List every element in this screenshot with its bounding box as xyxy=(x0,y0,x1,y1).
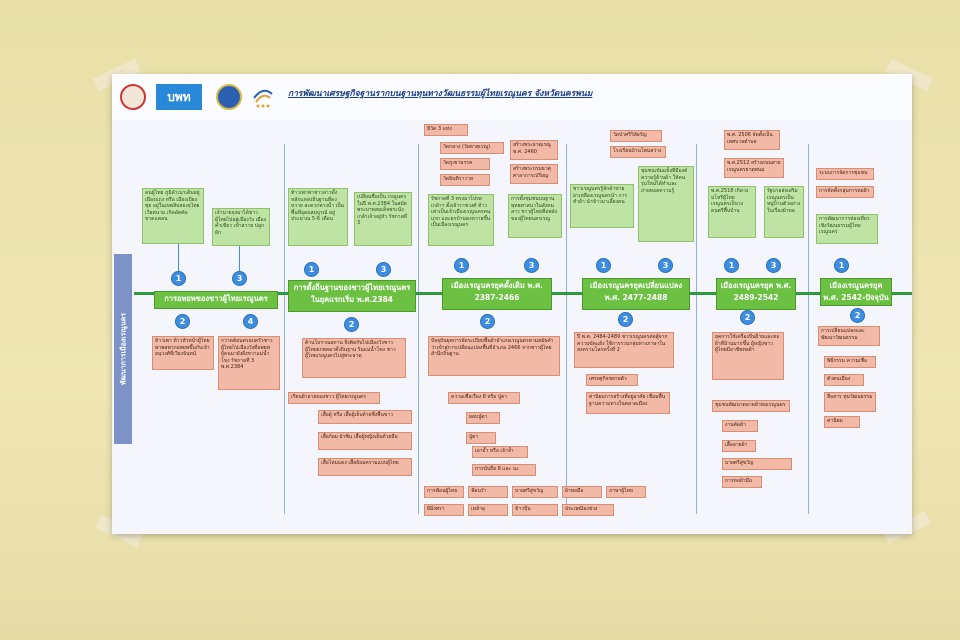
era3-temple-1: วัดกลาง (วัดธาตุเรณู) xyxy=(440,142,504,154)
era3-sub-1: ความเชื่อเรื่อง ผี หรือ ปู่ตา xyxy=(448,392,520,404)
era3-sub-2: ผอบปู่ตา xyxy=(466,412,500,424)
era4-sub-1: เศรษฐกิจขยายตัว xyxy=(586,374,638,386)
era3-bottom-7: เหล้าอุ xyxy=(468,504,508,516)
era6-label: เมืองเรณูนครยุค พ.ศ. 2542-ปัจจุบัน xyxy=(820,278,892,306)
era1-box-3: เจ้านายจุงมาได้ชาวผู้ไทยไปอยู่เมืองวัง เ… xyxy=(212,208,270,246)
project-logo xyxy=(250,84,276,110)
era4-top-2: โรงเรียนบ้านโพนสว่าง xyxy=(610,146,666,158)
era3-bottom-3: บายศรีสู่ขวัญ xyxy=(512,486,558,498)
era3-box-1: รัชกาลที่ 3 ทรงมาโปรดเกล้าฯ ตั้งเจ้าราชว… xyxy=(428,194,494,246)
era3-bottom-5: ภาษาผู้ไทย xyxy=(606,486,646,498)
era4-sub-2: ค่านิยมการสร้างที่อยู่อาศัย เชื่อมพื้นฐา… xyxy=(586,392,670,414)
poster-title: การพัฒนาเศรษฐกิจฐานรากบนฐานทุนทางวัฒนธรร… xyxy=(288,89,593,99)
era5-top-2: พ.ศ.2512 สร้างถนนสายเรณูนครธาตุพนม xyxy=(724,158,784,178)
era4-top-1: วัดป่าศรีวิลัยรัญ xyxy=(610,130,662,142)
era1-label: การอพยพของชาวผู้ไทยเรณูนคร xyxy=(154,291,278,309)
era5-sub-4: บายศรีสู่ขวัญ xyxy=(722,458,792,470)
era2-label: การตั้งถิ่นฐานของชาวผู้ไทยเรณูนคร ในยุคแ… xyxy=(288,280,416,312)
era1-circle-4: 4 xyxy=(243,314,258,329)
era-divider xyxy=(808,144,809,514)
era3-bottom-1: การฟ้อนผู้ไทย xyxy=(424,486,464,498)
era5-sub-2: งานตัดผ้า xyxy=(722,420,758,432)
era3-temple-2: วัดภูเขามรรค xyxy=(440,158,490,170)
era3-sub-5: การนับถือ ผี และ นะ xyxy=(472,464,536,476)
era6-top-1: ระบบการจัดการชุมชน xyxy=(816,168,874,180)
era3-circle-2: 2 xyxy=(480,314,495,329)
emblem-logo xyxy=(216,84,242,110)
poster-header: บพท การพัฒนาเศรษฐกิจฐานรากบนฐานทุนทางวัฒ… xyxy=(112,74,912,120)
era2-box-3: เปลี่ยนชื่อเป็น เรณูนคร ในปี พ.ศ.2384 ใน… xyxy=(354,192,412,246)
era5-top-1: พ.ศ. 2506 จัดตั้งเป็นเทศบาลตำบล xyxy=(724,130,780,150)
era6-circle-1: 1 xyxy=(834,258,849,273)
era2-circle-3: 3 xyxy=(376,262,391,277)
era5-sub-1: ชุมชนพัฒนาตลาดผ้าทอเรณูนคร xyxy=(712,400,790,412)
era6-top-2: การจัดตั้งกลุ่มการทอผ้า xyxy=(816,186,874,198)
era-divider xyxy=(418,144,419,514)
era2-sub-a: เสื้อผู้ หรือ เสื้อผู้เย็บด้ายซึ่งพื้นขา… xyxy=(318,410,412,424)
era6-circle-2: 2 xyxy=(850,308,865,323)
era5-sub-3: เสื้อลายผ้า xyxy=(722,440,756,452)
university-logo xyxy=(120,84,146,110)
era5-circle-2: 2 xyxy=(740,310,755,325)
era2-circle-2: 2 xyxy=(344,317,359,332)
era2-sub-header: เรียนผ้าลายของชาว ผู้ไทยเรณูนคร xyxy=(288,392,380,404)
era5-box-1: พ.ศ.2518 เกิดวงมโหรีผู้ไทยเรณูนครเป็นวงด… xyxy=(708,186,756,238)
era3-bottom-9: ประเพณีลงข่วง xyxy=(562,504,614,516)
era2-box-1: ท้าวเพาพาชาวลาวตั้งหลักแหล่งถิ่นฐานที่ดง… xyxy=(288,188,348,246)
era4-circle-1: 1 xyxy=(596,258,611,273)
era-divider xyxy=(696,144,697,514)
era4-box-2: ปี พ.ศ. 2484-2489 ชาวเรณูนครต่อสู้จากควา… xyxy=(574,332,674,368)
connector xyxy=(178,244,179,272)
era5-label: เมืองเรณูนครยุค พ.ศ. 2489-2542 xyxy=(716,278,796,310)
era3-temple-3: วัดอินทิราวาส xyxy=(440,174,490,186)
era2-box-2: ด้านโบราณสถาน จึงติดกับไปเมืองวังชาวผู้ไ… xyxy=(302,338,406,378)
era1-circle-1: 1 xyxy=(171,271,186,286)
era3-box-2: ปัจจุบันยุคการจัดระเบียบพื้นผ้าอำเภอเรณู… xyxy=(428,336,560,376)
era3-right-1: สร้างพระธาตุเรณู พ.ศ. 2460 xyxy=(510,140,558,160)
era4-box-3: ชุมชนเข้มแข็งที่มีองค์ความรู้ด้านผ้า ให้… xyxy=(638,166,694,242)
era6-box-1: การพัฒนาการท่องเที่ยวเชิงวัฒนธรรมผู้ไทยเ… xyxy=(816,214,878,244)
era3-bottom-4: ผ้าทอมือ xyxy=(562,486,602,498)
era3-circle-3: 3 xyxy=(524,258,539,273)
era4-circle-2: 2 xyxy=(618,312,633,327)
era1-box-1: คนผู้ไทย ภูมิลำเนาเดิมอยู่เมืองแถง หรือ … xyxy=(142,188,204,244)
era2-sub-c: เสื้อไหมแดง เสื้อย้อมครามแบบผู้ไทย xyxy=(318,458,412,476)
era3-sub-3: ปู่ตา xyxy=(466,432,496,444)
era3-sub-4: เอาจ้ำ หรือ เจ้าจ้ำ xyxy=(472,446,528,458)
era5-circle-3: 3 xyxy=(766,258,781,273)
era1-box-2: ท้าวเพา ท้าวหัวหน้าผู้ไทยพาพลพวกอพยพขึ้น… xyxy=(152,336,214,370)
era2-sub-b: เสื้อก้อม ผ้าซิ่น เสื้อผู้หญิงเย็บด้วยมื… xyxy=(318,432,412,450)
era3-right-2: สร้างพระบรมธาตุศาลาการเปรียญ xyxy=(510,164,558,184)
pmu-logo: บพท xyxy=(156,84,202,110)
era4-label: เมืองเรณูนครยุคเปลี่ยนแปลง พ.ศ. 2477-248… xyxy=(582,278,690,310)
era1-circle-2: 2 xyxy=(175,314,190,329)
era3-bottom-6: ผีมิ่งพรา xyxy=(424,504,464,516)
era-divider xyxy=(566,144,567,514)
era3-bottom-8: ข้าวปุ้น xyxy=(512,504,558,516)
era3-bottom-2: ฟ้อนรำ xyxy=(468,486,508,498)
era5-box-2: ยุคการใช้เครื่องปั่นฝ้ายและทอผ้าที่บ้านม… xyxy=(712,332,784,380)
era3-top-header: มีวัด 3 แห่ง xyxy=(424,124,468,136)
era6-sub-2: ตัวตนเมือง xyxy=(824,374,864,386)
poster: บพท การพัฒนาเศรษฐกิจฐานรากบนฐานทุนทางวัฒ… xyxy=(112,74,912,534)
connector xyxy=(239,246,240,272)
era4-circle-3: 3 xyxy=(658,258,673,273)
era5-sub-5: การทอผ้ามือ xyxy=(722,476,762,488)
era1-circle-3: 3 xyxy=(232,271,247,286)
era5-box-3: รัฐบาลส่งเสริมเรณูนครเป็นหมู่บ้านตัวอย่า… xyxy=(764,186,804,238)
era4-box-1: ชาวเรณูนครรู้จักค้าขาย ยาเหลืองเรณูนครนำ… xyxy=(570,184,634,228)
era-divider xyxy=(284,144,285,514)
era3-circle-1: 1 xyxy=(454,258,469,273)
era2-circle-1: 1 xyxy=(304,262,319,277)
era3-label: เมืองเรณูนครยุคดั้งเดิม พ.ศ. 2387-2466 xyxy=(442,278,552,310)
era3-box-3: การตั้งชุมชนบนฐานพุทธศาสนาในสังคมลาว ชาว… xyxy=(508,194,562,238)
era6-sub-1: พิธีกรรม ความเชื่อ xyxy=(824,356,876,368)
era6-sub-3: สื่อสาร ทุนวัฒนธรรม xyxy=(824,392,876,412)
era1-box-4: กวาดต้อนครอบครัวชาวผู้ไทยไปเมืองวังที่อพ… xyxy=(218,336,280,390)
era6-box-2: การเปลี่ยนแปลงและพัฒนาวัฒนธรรม xyxy=(818,326,880,346)
era5-circle-1: 1 xyxy=(724,258,739,273)
era6-sub-4: ค่านิยม xyxy=(824,416,860,428)
side-label: พัฒนาการเมืองเรณูนคร xyxy=(114,254,132,444)
